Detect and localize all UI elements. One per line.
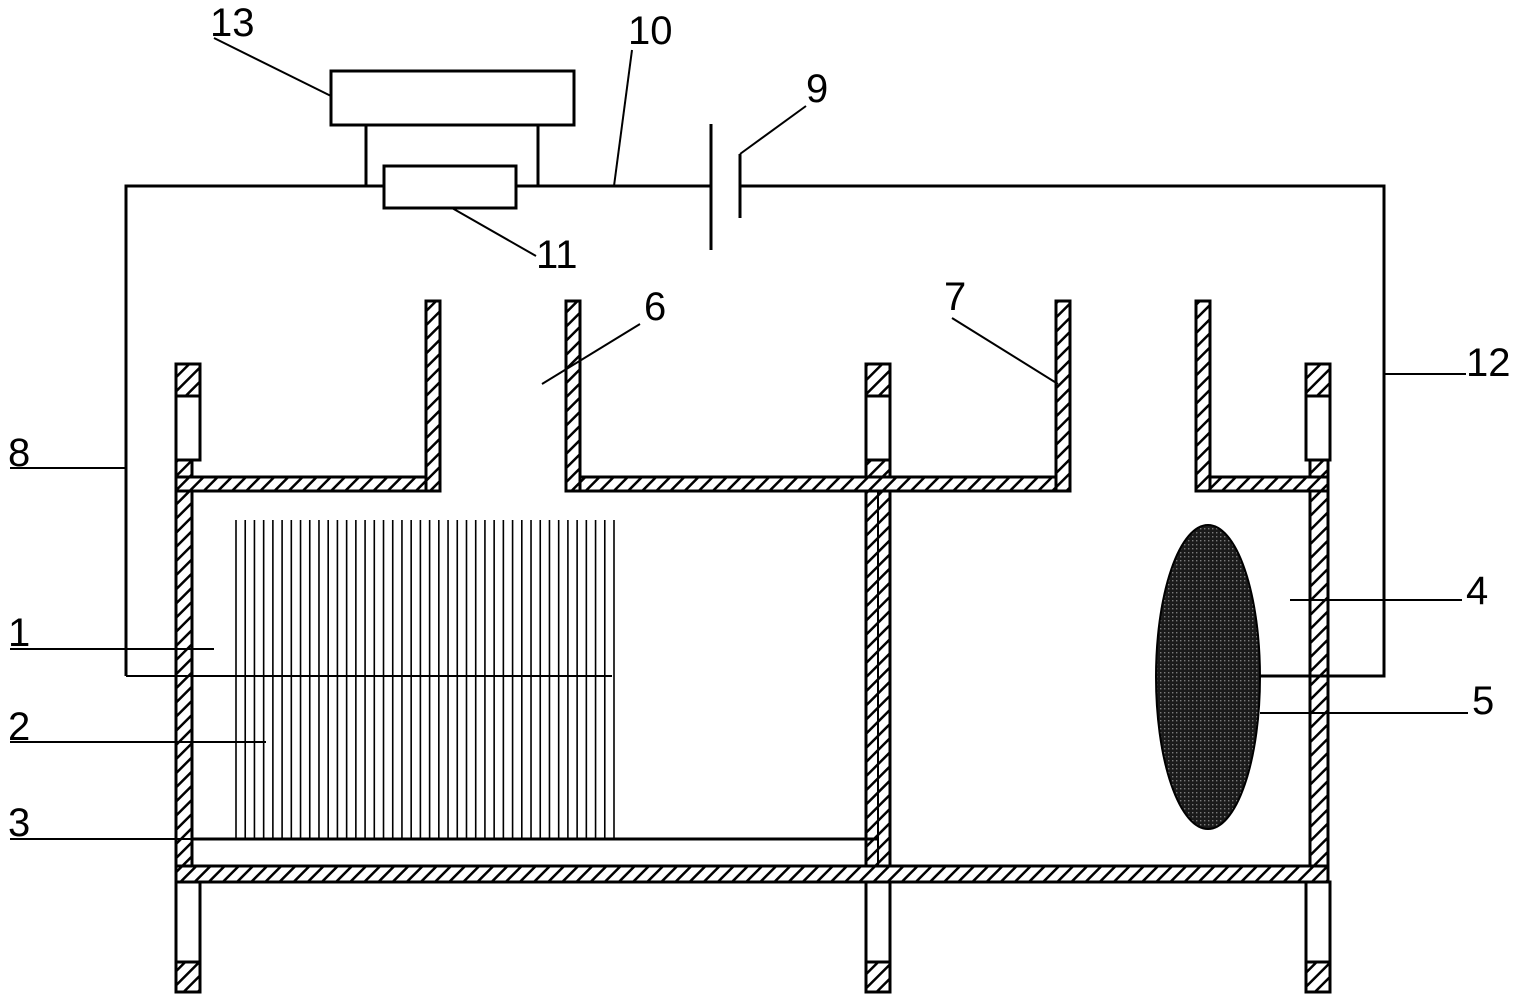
flange-bottom-mid [864, 960, 892, 994]
flange-bottom-mid-gap [864, 880, 892, 964]
flange-bottom-right-gap [1304, 880, 1332, 964]
label-7: 7 [944, 275, 966, 319]
flange-bottom-right [1304, 960, 1332, 994]
label-4: 4 [1466, 569, 1488, 613]
flange-top-left-gap [174, 394, 202, 462]
pipe-wall-1 [424, 299, 442, 493]
label-9: 9 [806, 67, 828, 111]
pipe-wall-3 [1054, 299, 1072, 493]
flange-top-right-gap [1304, 394, 1332, 462]
leader-10 [613, 49, 633, 187]
flange-top-mid [864, 362, 892, 398]
label-6: 6 [644, 285, 666, 329]
label-11: 11 [536, 233, 578, 277]
label-12: 12 [1466, 341, 1511, 385]
leader-11 [451, 207, 537, 257]
label-8: 8 [8, 431, 30, 475]
pipe-wall-2 [564, 299, 582, 493]
leader-6 [541, 323, 641, 385]
label-3: 3 [8, 801, 30, 845]
right-wall [1308, 458, 1330, 887]
flange-top-left [174, 362, 202, 398]
pipe-wall-4 [1194, 299, 1212, 493]
top-wall-right [1194, 475, 1330, 493]
leader-13 [213, 37, 332, 97]
external-circuit [124, 69, 1386, 678]
meter-13 [329, 69, 576, 127]
flange-bottom-left-gap [174, 880, 202, 964]
resistor-11 [382, 164, 518, 210]
top-wall-left [174, 475, 442, 493]
tank-walls [174, 299, 1332, 994]
wire-12 [740, 184, 1386, 678]
mesh-electrode [1155, 524, 1261, 830]
leader-9 [739, 105, 807, 155]
label-13: 13 [210, 1, 255, 45]
flange-bottom-left [174, 960, 202, 994]
flange-top-mid-gap [864, 394, 892, 462]
flange-top-right [1304, 362, 1332, 398]
leader-lines [10, 37, 1468, 840]
left-wall [174, 458, 194, 887]
leader-7 [951, 317, 1059, 385]
top-wall-middle [564, 475, 1072, 493]
label-10: 10 [628, 9, 673, 53]
label-2: 2 [8, 705, 30, 749]
label-1: 1 [8, 611, 30, 655]
bottom-wall [174, 864, 1330, 884]
wire-8 [124, 184, 384, 676]
fiber-electrode [235, 520, 615, 839]
labels: 1 2 3 4 5 6 7 8 9 10 11 12 13 [8, 1, 1511, 845]
label-5: 5 [1472, 679, 1494, 723]
